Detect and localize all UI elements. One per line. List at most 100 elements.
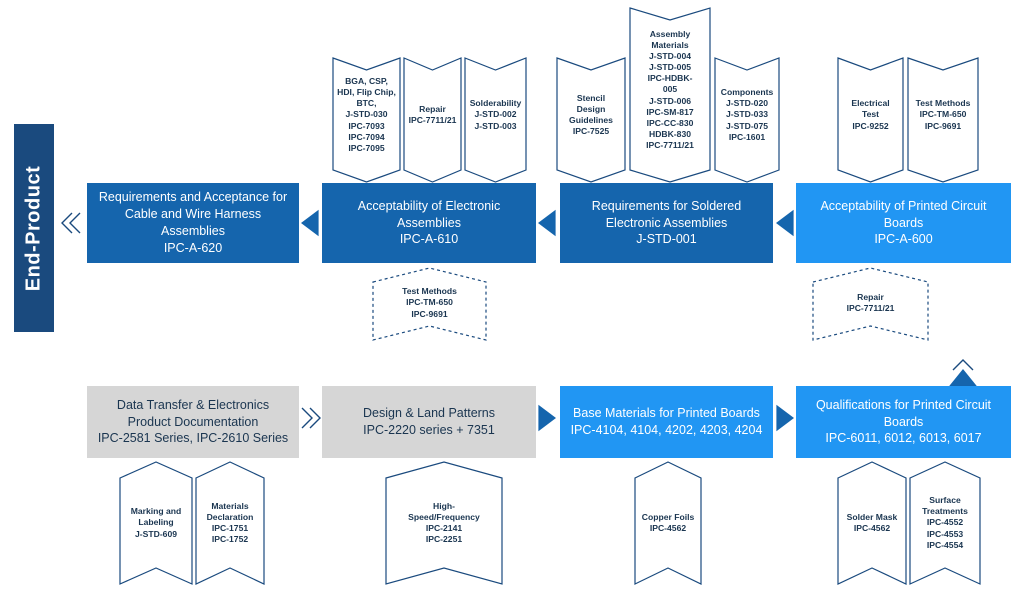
tag-line: Assembly: [649, 28, 691, 39]
box-title: Requirements and Acceptance for Cable an…: [98, 190, 288, 238]
tag-line: Materials: [651, 39, 689, 50]
base-materials-box: Base Materials for Printed Boards IPC-41…: [560, 386, 773, 458]
box-code: J-STD-001: [636, 232, 697, 247]
box-title: Acceptability of Printed Circuit Boards: [820, 198, 987, 230]
tag-line: Design: [576, 103, 606, 114]
cable-harness-box: Requirements and Acceptance for Cable an…: [87, 183, 299, 263]
arrow-up-solid: [948, 369, 978, 387]
tag-line: IPC-7711/21: [846, 303, 895, 313]
tag-line: Surface: [929, 495, 961, 506]
arrow-bottom-3: [776, 404, 794, 432]
arrow-top-3: [776, 209, 794, 237]
box-code: IPC-A-620: [163, 240, 223, 255]
tag-line: Electrical: [851, 98, 890, 109]
tag-assembly-materials-shape: [629, 7, 711, 183]
tag-line: Guidelines: [569, 115, 613, 125]
tag-line: Materials: [211, 500, 249, 511]
tag-line: Solder Mask: [846, 511, 898, 522]
tag-solder-mask-shape: [837, 461, 907, 585]
box-code: IPC-A-600: [874, 232, 933, 247]
tag-line: J-STD-002: [474, 109, 517, 120]
tag-line: J-STD-003: [474, 120, 517, 131]
tag-line: Copper Foils: [641, 511, 695, 522]
tag-line: IPC-CC-830: [646, 117, 694, 128]
tag-line: IPC-9691: [924, 120, 962, 131]
box-code: IPC-2581 Series, IPC-2610 Series: [97, 431, 289, 446]
tag-stencil-design-shape: [556, 57, 626, 183]
tag-line: IPC-9252: [852, 120, 889, 131]
box-code: IPC-A-610: [399, 232, 459, 247]
tag-line: IPC-7525: [572, 126, 610, 137]
tag-line: Solderability: [469, 98, 522, 109]
tag-line: Marking and: [130, 506, 182, 517]
tag-line: J-STD-005: [648, 62, 692, 73]
arrow-bottom-2: [538, 404, 556, 432]
tag-line: IPC-1752: [211, 534, 249, 545]
tag-line: BTC,: [356, 98, 377, 109]
box-title: Design & Land Patterns: [362, 406, 496, 421]
arrow-bottom-1-a: [301, 407, 313, 429]
tag-line: Repair: [857, 291, 884, 302]
tag-line: IPC-4562: [649, 523, 687, 533]
tag-line: IPC-2251: [425, 534, 463, 545]
tag-line: IPC-2141: [425, 523, 463, 533]
electronic-assemblies-box: Acceptability of Electronic Assemblies I…: [322, 183, 536, 263]
tag-line: HDI, Flip Chip,: [337, 87, 396, 98]
tag-line: IPC-7095: [348, 142, 385, 153]
box-title: Base Materials for Printed Boards: [573, 406, 760, 421]
tag-bga-csp-shape: [332, 57, 401, 183]
tag-line: IPC-4552: [926, 517, 964, 528]
tag-line: Declaration: [206, 511, 254, 522]
tag-line: IPC-7093: [348, 120, 385, 131]
soldered-assemblies-box: Requirements for Soldered Electronic Ass…: [560, 183, 773, 263]
tag-line: J-STD-020: [725, 98, 769, 109]
data-transfer-box: Data Transfer & Electronics Product Docu…: [87, 386, 299, 458]
end-product-text: End-Product: [22, 165, 45, 291]
tag-line: Test Methods: [915, 98, 971, 109]
arrow-bottom-1-b: [309, 407, 321, 429]
tag-line: Test: [861, 109, 880, 120]
tag-electrical-test-shape: [837, 57, 904, 183]
tag-line: BGA, CSP,: [345, 75, 388, 86]
tag-line: Labeling: [138, 517, 174, 528]
tag-line: J-STD-033: [725, 109, 769, 120]
arrow-top-1: [301, 209, 319, 237]
box-code: IPC-6011, 6012, 6013, 6017: [825, 431, 982, 446]
arrow-up-outline: [952, 359, 974, 371]
tag-line: IPC-TM-650: [406, 297, 453, 308]
tag-line: High-: [433, 500, 455, 511]
tag-high-speed-shape: [385, 461, 503, 585]
tag-test-methods-mid-shape: [372, 267, 487, 341]
tag-line: IPC-9691: [411, 308, 448, 319]
arrow-to-end-product-a: [61, 212, 73, 234]
box-code: IPC-4104, 4104, 4202, 4203, 4204: [570, 423, 763, 437]
tag-materials-declaration-shape: [195, 461, 265, 585]
tag-components-shape: [714, 57, 780, 183]
tag-line: IPC-1601: [728, 131, 766, 142]
box-title: Qualifications for Printed Circuit Board…: [815, 397, 992, 429]
end-product-label: End-Product: [14, 124, 54, 332]
tag-line: J-STD-030: [345, 109, 388, 120]
box-title: Requirements for Soldered Electronic Ass…: [591, 198, 742, 230]
tag-line: HDBK-830: [648, 129, 692, 140]
tag-repair-top-shape: [403, 57, 462, 183]
tag-line: IPC-SM-817: [646, 106, 694, 117]
tag-line: Speed/Frequency: [408, 511, 480, 522]
tag-line: J-STD-609: [134, 528, 178, 539]
box-title: Data Transfer & Electronics Product Docu…: [116, 397, 270, 429]
tag-copper-foils-shape: [634, 461, 702, 585]
box-code: IPC-2220 series + 7351: [363, 423, 495, 437]
box-title: Acceptability of Electronic Assemblies: [357, 198, 501, 230]
